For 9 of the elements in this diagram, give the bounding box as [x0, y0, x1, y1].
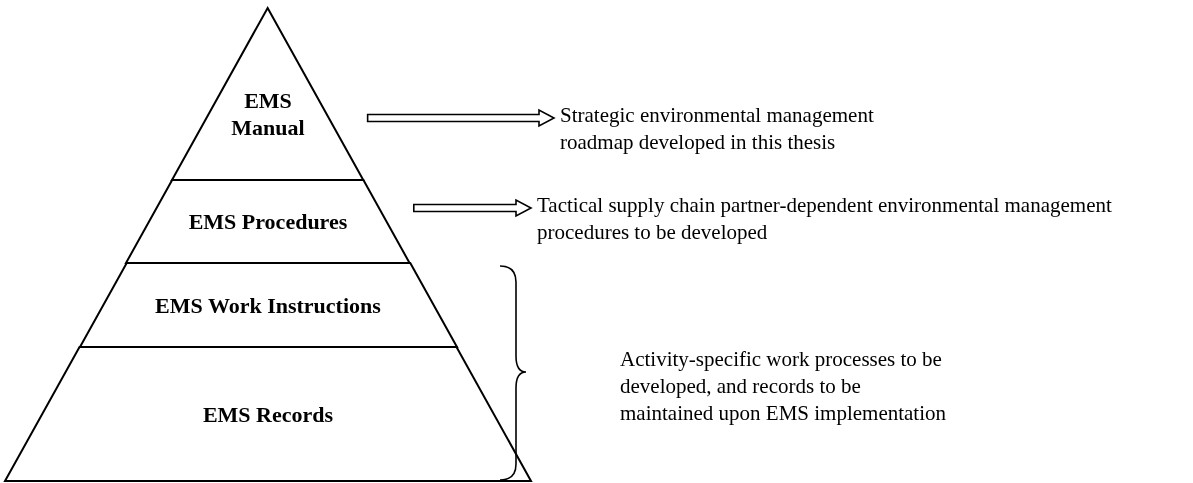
layer-label: EMS Work Instructions [155, 291, 381, 319]
description-text: Tactical supply chain partner-dependent environmental management procedures to be developed [537, 192, 1117, 246]
layer-label: EMS Manual [230, 87, 306, 141]
description-text: Strategic environmental management roadmap developed in this thesis [560, 102, 890, 156]
description-text: Activity-specific work processes to be developed, and records to be maintained upon EMS implementation [620, 346, 948, 427]
hollow-arrow [366, 108, 556, 128]
hollow-arrow [413, 198, 533, 218]
layer-label: EMS Procedures [188, 208, 348, 235]
layer-label: EMS Records [202, 400, 334, 428]
